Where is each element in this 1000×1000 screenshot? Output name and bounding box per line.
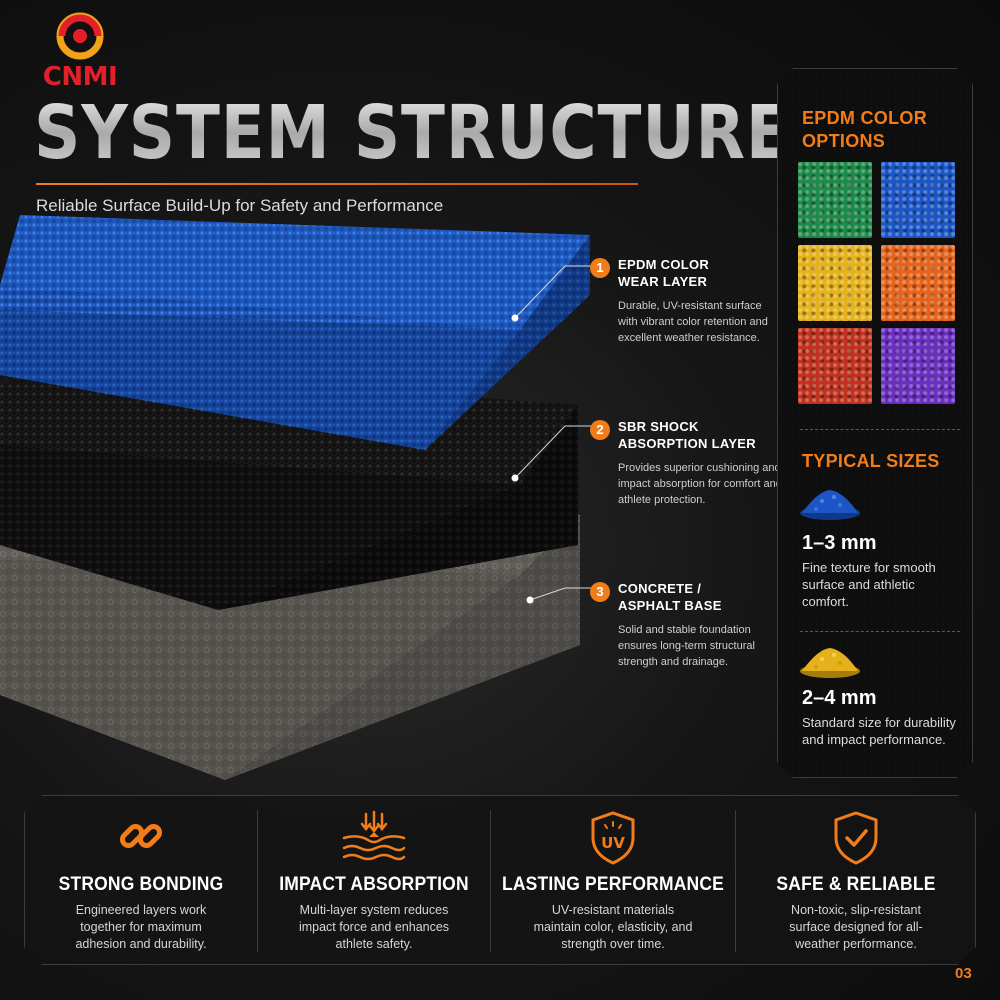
callout-number: 1 xyxy=(590,258,610,278)
callout-title-line2: ABSORPTION LAYER xyxy=(618,436,756,451)
callout-number: 3 xyxy=(590,582,610,602)
feature-title: LASTING PERFORMANCE xyxy=(501,874,725,895)
callout-title-line2: ASPHALT BASE xyxy=(618,598,722,613)
feature-divider xyxy=(257,810,258,952)
callout-title-line1: CONCRETE / xyxy=(618,581,702,596)
callout-base-layer: 3 CONCRETE / ASPHALT BASE Solid and stab… xyxy=(590,580,782,670)
callout-description: Durable, UV-resistant surface with vibra… xyxy=(618,300,768,344)
feature-divider xyxy=(735,810,736,952)
features-panel: STRONG BONDING Engineered layers work to… xyxy=(24,795,976,965)
brand-logo: CNMI xyxy=(30,12,130,92)
size-description-fine: Fine texture for smooth surface and athl… xyxy=(802,560,936,609)
feature-impact-absorption: IMPACT ABSORPTION Multi-layer system red… xyxy=(258,796,490,965)
callout-description: Solid and stable foundation ensures long… xyxy=(618,624,755,668)
swatch-yellow xyxy=(798,245,872,321)
callout-title: SBR SHOCK ABSORPTION LAYER xyxy=(618,418,782,452)
feature-title: SAFE & RELIABLE xyxy=(776,874,936,895)
impact-absorption-icon xyxy=(342,810,406,861)
callout-sbr-layer: 2 SBR SHOCK ABSORPTION LAYER Provides su… xyxy=(590,418,782,508)
options-panel: EPDM COLOR OPTIONS TYPICAL SIZES 1–3 mm … xyxy=(777,68,973,778)
callout-description: Provides superior cushioning and impact … xyxy=(618,462,782,506)
yellow-granule-pile-icon xyxy=(800,648,860,678)
swatch-blue xyxy=(881,162,955,238)
size-value-standard: 2–4 mm xyxy=(802,687,877,709)
feature-strong-bonding: STRONG BONDING Engineered layers work to… xyxy=(25,796,257,965)
typical-sizes-heading: TYPICAL SIZES xyxy=(802,451,940,471)
feature-description: UV-resistant materials maintain color, e… xyxy=(533,903,693,951)
blue-granule-pile-icon xyxy=(800,490,860,520)
color-options-heading-line1: EPDM COLOR xyxy=(802,108,928,128)
brand-emblem-icon xyxy=(56,12,104,60)
feature-title: STRONG BONDING xyxy=(58,874,224,895)
size-description-standard: Standard size for durability and impact … xyxy=(802,715,956,747)
swatch-orange xyxy=(881,245,955,321)
page-number: 03 xyxy=(955,965,972,982)
uv-shield-icon: UV xyxy=(591,811,635,865)
feature-safe-reliable: SAFE & RELIABLE Non-toxic, slip-resistan… xyxy=(736,796,976,965)
page-subtitle: Reliable Surface Build-Up for Safety and… xyxy=(36,196,444,215)
callout-title-line2: WEAR LAYER xyxy=(618,274,708,289)
page-title: SYSTEM STRUCTURE xyxy=(34,90,791,176)
layer-stack-illustration xyxy=(0,215,590,780)
title-underline xyxy=(36,183,638,185)
epdm-wear-layer xyxy=(0,215,590,450)
uv-icon-label: UV xyxy=(601,834,625,852)
feature-description: Non-toxic, slip-resistant surface design… xyxy=(789,903,923,951)
color-options-heading-line2: OPTIONS xyxy=(802,131,886,151)
swatch-red xyxy=(798,328,872,404)
feature-title: IMPACT ABSORPTION xyxy=(279,874,469,895)
swatch-green xyxy=(798,162,872,238)
feature-lasting-performance: UV LASTING PERFORMANCE UV-resistant mate… xyxy=(491,796,735,965)
brand-name: CNMI xyxy=(42,62,118,92)
callout-epdm-layer: 1 EPDM COLOR WEAR LAYER Durable, UV-resi… xyxy=(590,256,782,346)
color-options-heading: EPDM COLOR OPTIONS xyxy=(802,107,927,153)
size-value-fine: 1–3 mm xyxy=(802,532,877,554)
feature-description: Engineered layers work together for maxi… xyxy=(75,903,207,951)
callout-title-line1: EPDM COLOR xyxy=(618,257,710,272)
chain-link-icon xyxy=(119,823,163,849)
check-shield-icon xyxy=(834,811,878,865)
swatch-purple xyxy=(881,328,955,404)
callout-title: EPDM COLOR WEAR LAYER xyxy=(618,256,782,290)
callout-number: 2 xyxy=(590,420,610,440)
feature-divider xyxy=(490,810,491,952)
panel-divider xyxy=(800,631,960,632)
callout-title-line1: SBR SHOCK xyxy=(618,419,699,434)
feature-description: Multi-layer system reduces impact force … xyxy=(298,903,450,951)
callout-title: CONCRETE / ASPHALT BASE xyxy=(618,580,782,614)
panel-divider xyxy=(800,429,960,430)
